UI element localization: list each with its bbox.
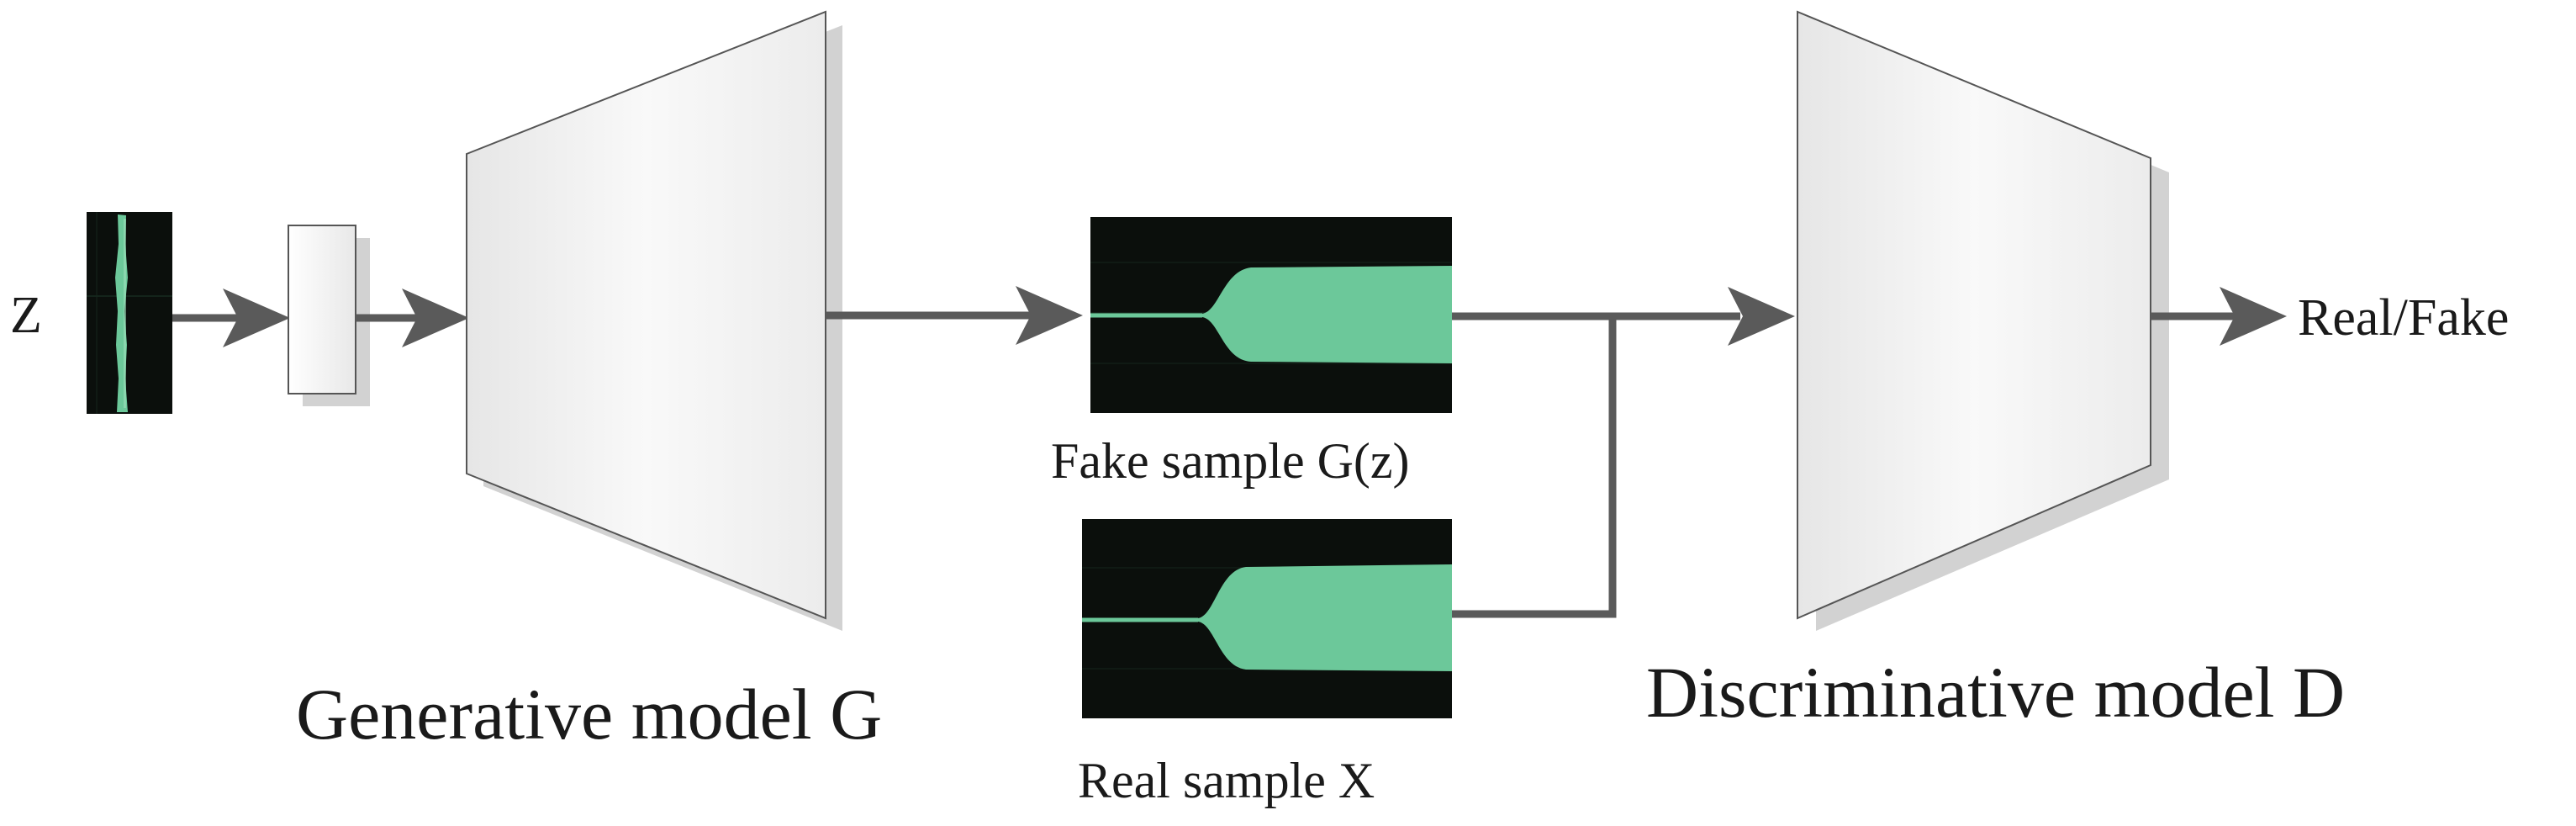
real-sample-image bbox=[1082, 519, 1452, 718]
fake-sample-image bbox=[1090, 217, 1452, 413]
latent-block bbox=[288, 225, 370, 406]
generator-label: Generative model G bbox=[296, 674, 882, 755]
arrow-noise-to-latent bbox=[172, 289, 290, 347]
arrow-discriminator-to-output bbox=[2151, 287, 2287, 346]
merge-connector bbox=[1452, 287, 1795, 618]
real-sample-label: Real sample X bbox=[1078, 753, 1375, 808]
fake-sample-label: Fake sample G(z) bbox=[1051, 433, 1410, 489]
output-label: Real/Fake bbox=[2298, 289, 2509, 347]
input-label: Z bbox=[10, 287, 42, 344]
discriminator-label: Discriminative model D bbox=[1646, 652, 2345, 733]
arrow-latent-to-generator bbox=[356, 289, 469, 347]
generator-block bbox=[466, 10, 842, 631]
arrow-generator-to-fake-sample bbox=[826, 286, 1083, 345]
noise-input-image bbox=[87, 212, 172, 414]
discriminator-block bbox=[1797, 10, 2169, 631]
